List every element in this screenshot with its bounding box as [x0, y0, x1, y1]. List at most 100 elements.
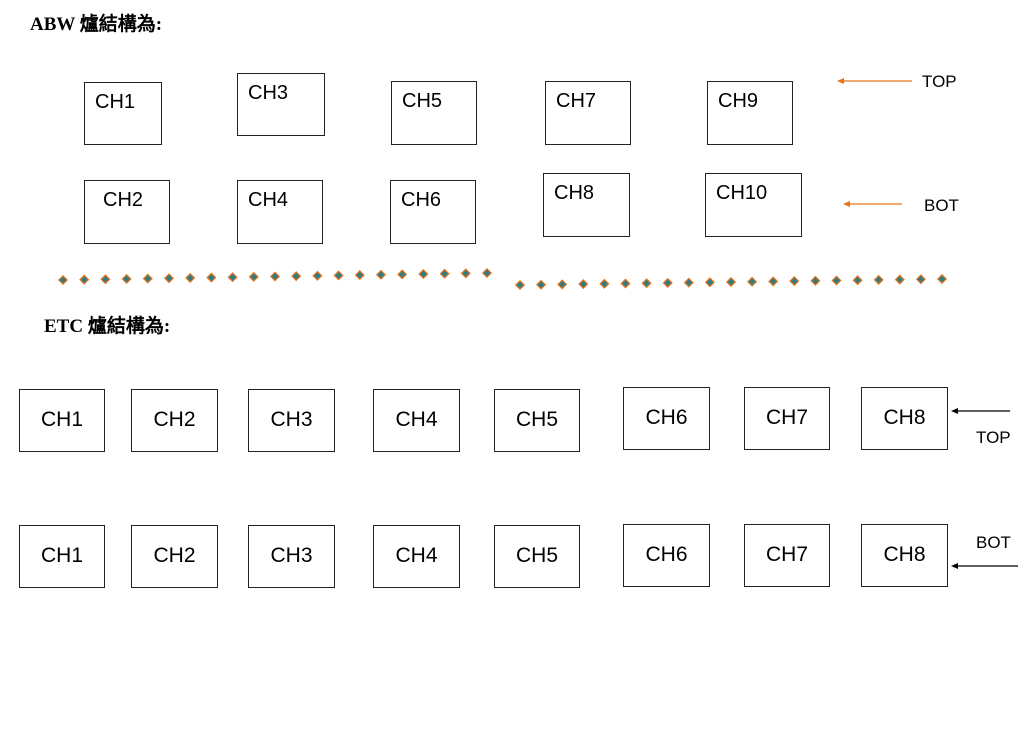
separator-marker: [620, 278, 631, 289]
etc-chamber-box: CH7: [744, 524, 830, 587]
etc-chamber-box: CH7: [744, 387, 830, 450]
separator-marker: [121, 273, 132, 284]
etc-chamber-label: CH7: [765, 543, 808, 566]
etc-chamber-label: CH5: [515, 544, 558, 567]
etc-chamber-label: CH6: [645, 406, 688, 429]
abw-chamber-label: CH10: [716, 182, 768, 204]
abw-bot-arrow-head: [843, 201, 850, 207]
etc-chamber-label: CH1: [40, 408, 83, 431]
etc-chamber-box: CH2: [131, 389, 218, 452]
etc-chamber-label: CH5: [515, 408, 558, 431]
etc-chamber-label: CH6: [645, 543, 688, 566]
separator-marker: [852, 275, 863, 286]
etc-chamber-label: CH3: [270, 544, 313, 567]
separator-marker: [269, 271, 281, 282]
etc-chamber-label: CH4: [395, 408, 438, 431]
separator-marker: [439, 268, 450, 279]
etc-top-label: TOP: [976, 428, 1011, 447]
etc-top-arrow-head: [951, 408, 958, 414]
etc-chamber-box: CH1: [19, 525, 105, 588]
separator-marker: [248, 271, 259, 282]
separator-marker: [536, 279, 547, 290]
abw-chamber-box: CH3: [237, 73, 325, 136]
abw-chamber-box: CH7: [545, 81, 631, 145]
etc-chamber-box: CH4: [373, 525, 460, 588]
arrows-layer: [837, 78, 1018, 569]
etc-chamber-label: CH2: [153, 544, 196, 567]
separator-marker: [789, 276, 800, 287]
abw-chamber-box: CH5: [391, 81, 477, 145]
abw-chamber-box: CH1: [84, 82, 162, 145]
etc-chamber-box: CH3: [248, 389, 335, 452]
abw-chamber-label: CH6: [401, 189, 442, 211]
separator-marker: [514, 279, 526, 291]
separator-marker: [57, 274, 69, 286]
separator-marker: [333, 270, 344, 281]
abw-chamber-label: CH9: [718, 90, 759, 112]
abw-chamber-label: CH1: [95, 91, 136, 113]
etc-chamber-label: CH2: [153, 408, 196, 431]
separator-marker: [397, 269, 408, 280]
separator-marker: [915, 274, 926, 285]
separator-marker: [142, 273, 153, 284]
etc-chamber-box: CH8: [861, 524, 948, 587]
etc-chamber-label: CH8: [883, 406, 926, 429]
separator-marker: [873, 274, 884, 285]
separator-marker: [481, 267, 493, 279]
separator-marker: [725, 276, 737, 288]
etc-chamber-box: CH6: [623, 524, 710, 587]
etc-chamber-label: CH4: [395, 544, 438, 567]
abw-chamber-box: CH4: [237, 180, 323, 244]
etc-chamber-box: CH6: [623, 387, 710, 450]
etc-bot-arrow-head: [951, 563, 958, 569]
abw-chamber-label: CH3: [248, 82, 289, 104]
separator-marker: [810, 275, 821, 286]
dotted-separator: [57, 267, 948, 291]
etc-chamber-label: CH3: [270, 408, 313, 431]
separator-marker: [557, 279, 568, 290]
etc-bot-label: BOT: [976, 533, 1011, 552]
abw-heading: ABW 爐結構為:: [30, 14, 163, 35]
abw-chamber-box: CH8: [543, 173, 630, 237]
abw-chamber-box: CH10: [705, 173, 802, 237]
etc-chamber-box: CH2: [131, 525, 218, 588]
etc-chamber-box: CH4: [373, 389, 460, 452]
etc-heading: ETC 爐結構為:: [44, 316, 171, 337]
etc-chamber-box: CH5: [494, 525, 580, 588]
etc-chamber-label: CH1: [40, 544, 83, 567]
separator-marker: [100, 274, 111, 285]
etc-chamber-box: CH8: [861, 387, 948, 450]
abw-bot-label: BOT: [924, 196, 959, 215]
separator-marker: [206, 272, 217, 283]
separator-marker: [79, 274, 90, 285]
separator-marker: [704, 277, 715, 288]
etc-chamber-label: CH7: [765, 406, 808, 429]
separator-marker: [747, 276, 758, 287]
etc-chamber-box: CH3: [248, 525, 335, 588]
separator-marker: [460, 268, 471, 279]
abw-chamber-label: CH7: [556, 90, 597, 112]
separator-marker: [185, 272, 196, 283]
abw-top-arrow-head: [837, 78, 844, 84]
etc-chamber-box: CH1: [19, 389, 105, 452]
separator-marker: [662, 277, 673, 288]
separator-marker: [312, 270, 323, 281]
separator-marker: [227, 272, 238, 283]
abw-chamber-label: CH5: [402, 90, 443, 112]
separator-marker: [163, 273, 175, 284]
separator-marker: [375, 269, 387, 280]
abw-chamber-label: CH8: [554, 182, 595, 204]
separator-marker: [936, 273, 948, 285]
abw-chamber-box: CH2: [84, 180, 170, 244]
etc-chamber-label: CH8: [883, 543, 926, 566]
abw-chamber-box: CH9: [707, 81, 793, 145]
separator-marker: [641, 278, 652, 289]
abw-chamber-label: CH2: [103, 189, 144, 211]
separator-marker: [354, 270, 365, 281]
separator-marker: [578, 279, 589, 290]
separator-marker: [768, 276, 779, 287]
abw-top-label: TOP: [922, 72, 957, 91]
abw-chamber-box: CH6: [390, 180, 476, 244]
separator-marker: [683, 277, 694, 288]
